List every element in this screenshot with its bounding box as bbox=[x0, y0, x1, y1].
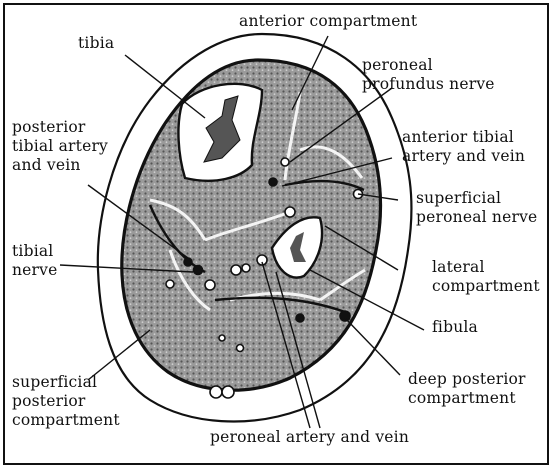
label-fibula: fibula bbox=[432, 318, 478, 336]
tibia-marrow bbox=[203, 95, 241, 163]
label-deep-posterior-compartment: deep posterior compartment bbox=[408, 370, 526, 407]
label-lateral-compartment: lateral compartment bbox=[432, 258, 540, 295]
label-peroneal-profundus-nerve: peroneal profundus nerve bbox=[362, 56, 495, 93]
fibula-marrow bbox=[290, 232, 306, 262]
label-posterior-tibial-artery-vein: posterior tibial artery and vein bbox=[12, 118, 109, 174]
label-tibia: tibia bbox=[78, 34, 115, 52]
label-peroneal-artery-vein: peroneal artery and vein bbox=[210, 428, 410, 446]
label-anterior-tibial-artery-vein: anterior tibial artery and vein bbox=[402, 128, 526, 165]
label-superficial-posterior-compartment: superficial posterior compartment bbox=[12, 373, 120, 429]
label-tibial-nerve: tibial nerve bbox=[12, 242, 58, 279]
label-superficial-peroneal-nerve: superficial peroneal nerve bbox=[416, 189, 538, 226]
label-anterior-compartment: anterior compartment bbox=[239, 12, 418, 30]
vessels-nerves bbox=[165, 157, 364, 399]
leader-lines bbox=[59, 35, 425, 429]
